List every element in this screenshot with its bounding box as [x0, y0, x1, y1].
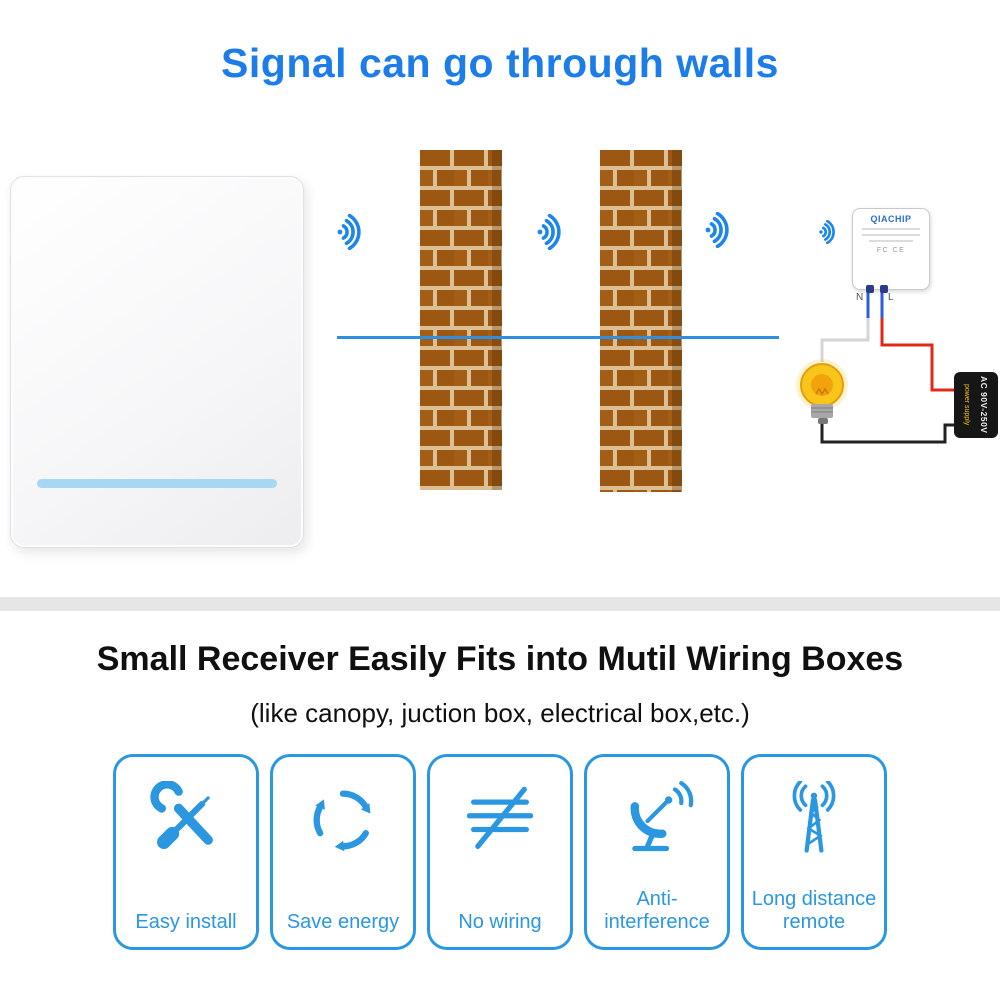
- live-wire: [880, 318, 956, 392]
- feature-card-save-energy: Save energy: [270, 754, 416, 950]
- power-supply-module: power supply AC 90V-250V: [954, 372, 998, 438]
- page-title: Signal can go through walls: [221, 40, 779, 86]
- wifi-signal-icon: [337, 214, 361, 250]
- recycle-icon: [304, 771, 382, 869]
- wiring-diagram: [796, 290, 956, 444]
- tools-icon: [147, 771, 225, 869]
- receiver-terminal: [880, 285, 888, 293]
- brick-wall: [420, 150, 502, 490]
- feature-label: Long distance remote: [751, 888, 877, 933]
- feature-card-easy-install: Easy install: [113, 754, 259, 950]
- feature-card-long-distance: Long distance remote: [741, 754, 887, 950]
- switch-indicator-stripe: [37, 479, 277, 488]
- feature-list: Easy install Save energy: [0, 754, 1000, 950]
- signal-line: [337, 336, 779, 339]
- section-heading: Small Receiver Easily Fits into Mutil Wi…: [96, 640, 904, 678]
- receiver-label-line: [861, 228, 921, 230]
- neutral-wire: [820, 318, 870, 362]
- feature-card-no-wiring: No wiring: [427, 754, 573, 950]
- satellite-dish-icon: [618, 771, 696, 869]
- wireless-wall-switch: [10, 176, 304, 548]
- feature-label: No wiring: [458, 910, 542, 933]
- live-wire-label: L: [888, 292, 894, 303]
- receiver-antenna-icon: [819, 220, 835, 244]
- feature-card-anti-interference: Anti-interference: [584, 754, 730, 950]
- no-wiring-icon: [461, 771, 539, 869]
- ground-wire: [820, 423, 956, 444]
- light-bulb-icon: [796, 359, 848, 424]
- wifi-signal-icon: [537, 214, 561, 250]
- radio-tower-icon: [775, 771, 853, 869]
- feature-label: Easy install: [135, 910, 237, 933]
- receiver-cert-marks: FC CE: [876, 247, 906, 254]
- section-subheading: (like canopy, juction box, electrical bo…: [250, 698, 750, 728]
- receiver-label-line: [868, 240, 914, 242]
- receiver-label-line: [861, 234, 921, 236]
- power-supply-voltage-label: AC 90V-250V: [979, 376, 989, 434]
- wifi-signal-icon: [705, 212, 729, 248]
- feature-label: Save energy: [286, 910, 400, 933]
- power-supply-side-label: power supply: [963, 384, 970, 426]
- section-divider: [0, 597, 1000, 611]
- receiver-brand: QIACHIP: [870, 214, 912, 224]
- receiver-module: QIACHIP FC CE: [852, 208, 930, 293]
- brick-wall: [600, 150, 682, 492]
- feature-label: Anti-interference: [604, 888, 710, 933]
- receiver-terminal: [866, 285, 874, 293]
- neutral-wire-label: N: [856, 292, 864, 303]
